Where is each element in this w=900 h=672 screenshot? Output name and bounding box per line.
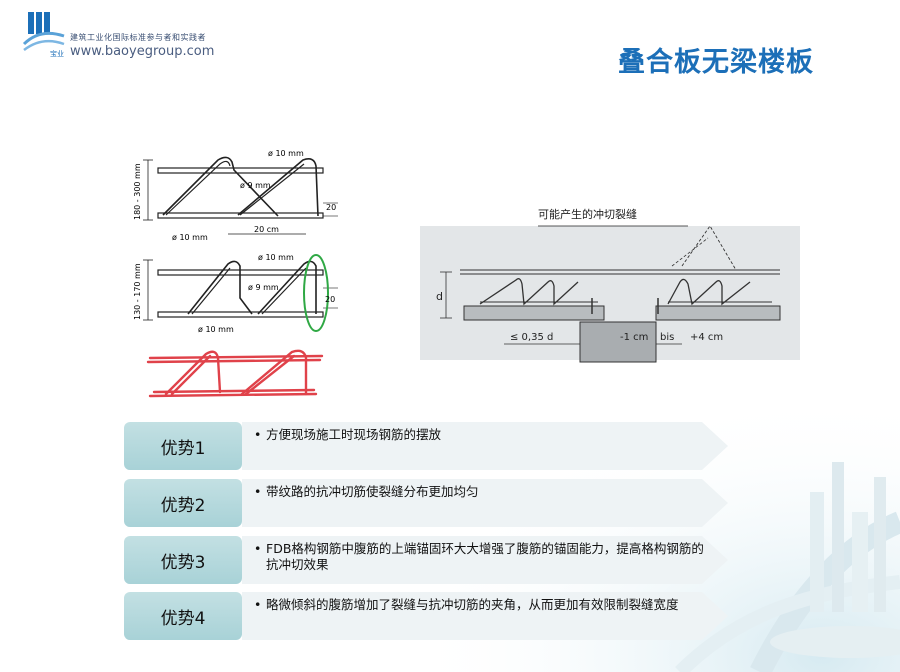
lower-side-label: 20 — [325, 295, 335, 304]
advantage-label: 优势1 — [124, 422, 242, 470]
advantage-label: 优势2 — [124, 479, 242, 527]
punching-shear-diagram: 可能产生的冲切裂缝 d ≤ 0,35 d -1 cm bis +4 cm — [420, 207, 800, 363]
distance-bis-label: bis — [660, 332, 674, 343]
advantage-text: 带纹路的抗冲切筋使裂缝分布更加均匀 — [266, 484, 479, 499]
advantage-arrow: • FDB格构钢筋中腹筋的上端锚固环大大增强了腹筋的锚固能力，提高格构钢筋的抗冲切… — [242, 536, 728, 584]
company-logo: 宝业 — [22, 12, 65, 58]
bullet: • — [254, 484, 262, 499]
advantage-arrow: • 略微倾斜的腹筋增加了裂缝与抗冲切筋的夹角，从而更加有效限制裂缝宽度 — [242, 592, 728, 640]
advantage-text: 略微倾斜的腹筋增加了裂缝与抗冲切筋的夹角，从而更加有效限制裂缝宽度 — [266, 597, 679, 612]
distance-plus-label: +4 cm — [690, 332, 723, 343]
logo-text: 宝业 — [50, 49, 64, 58]
height-range-label: 180 - 300 mm — [133, 163, 142, 220]
advantage-label: 优势3 — [124, 536, 242, 584]
advantage-label: 优势4 — [124, 592, 242, 640]
bullet: • — [254, 597, 262, 612]
advantage-row-3: 优势3 • FDB格构钢筋中腹筋的上端锚固环大大增强了腹筋的锚固能力，提高格构钢筋… — [124, 536, 728, 584]
lower-mid-diameter-label: ø 9 mm — [248, 283, 279, 292]
bottom-diameter-label: ø 10 mm — [172, 233, 208, 242]
mid-diameter-label: ø 9 mm — [240, 181, 271, 190]
spacing-label: 20 cm — [254, 225, 279, 234]
lower-top-diameter-label: ø 10 mm — [258, 253, 294, 262]
distance-minus-label: -1 cm — [620, 332, 648, 343]
lower-height-range-label: 130 - 170 mm — [133, 263, 142, 320]
advantage-row-4: 优势4 • 略微倾斜的腹筋增加了裂缝与抗冲切筋的夹角，从而更加有效限制裂缝宽度 — [124, 592, 728, 640]
advantage-arrow: • 方便现场施工时现场钢筋的摆放 — [242, 422, 728, 470]
advantage-text: 方便现场施工时现场钢筋的摆放 — [266, 427, 442, 442]
red-rebar-sketch — [146, 349, 324, 398]
company-tagline: 建筑工业化国际标准参与者和实践者 — [70, 33, 206, 42]
advantage-text: FDB格构钢筋中腹筋的上端锚固环大大增强了腹筋的锚固能力，提高格构钢筋的抗冲切效… — [266, 541, 704, 572]
highlight-ellipse — [303, 254, 329, 332]
lattice-girder-diagram: ø 10 mm ø 9 mm ø 10 mm 20 cm 20 180 - 30… — [133, 149, 338, 334]
advantage-arrow: • 带纹路的抗冲切筋使裂缝分布更加均匀 — [242, 479, 728, 527]
advantage-row-2: 优势2 • 带纹路的抗冲切筋使裂缝分布更加均匀 — [124, 479, 728, 527]
lower-bottom-diameter-label: ø 10 mm — [198, 325, 234, 334]
page-title: 叠合板无梁楼板 — [618, 47, 814, 78]
top-diameter-label: ø 10 mm — [268, 149, 304, 158]
bullet: • — [254, 427, 262, 442]
side-label: 20 — [326, 203, 336, 212]
bullet: • — [254, 541, 262, 556]
crack-caption: 可能产生的冲切裂缝 — [538, 207, 637, 221]
advantage-row-1: 优势1 • 方便现场施工时现场钢筋的摆放 — [124, 422, 728, 470]
depth-label: d — [436, 290, 443, 303]
distance-label: ≤ 0,35 d — [510, 332, 553, 343]
company-url: www.baoyegroup.com — [70, 44, 215, 59]
